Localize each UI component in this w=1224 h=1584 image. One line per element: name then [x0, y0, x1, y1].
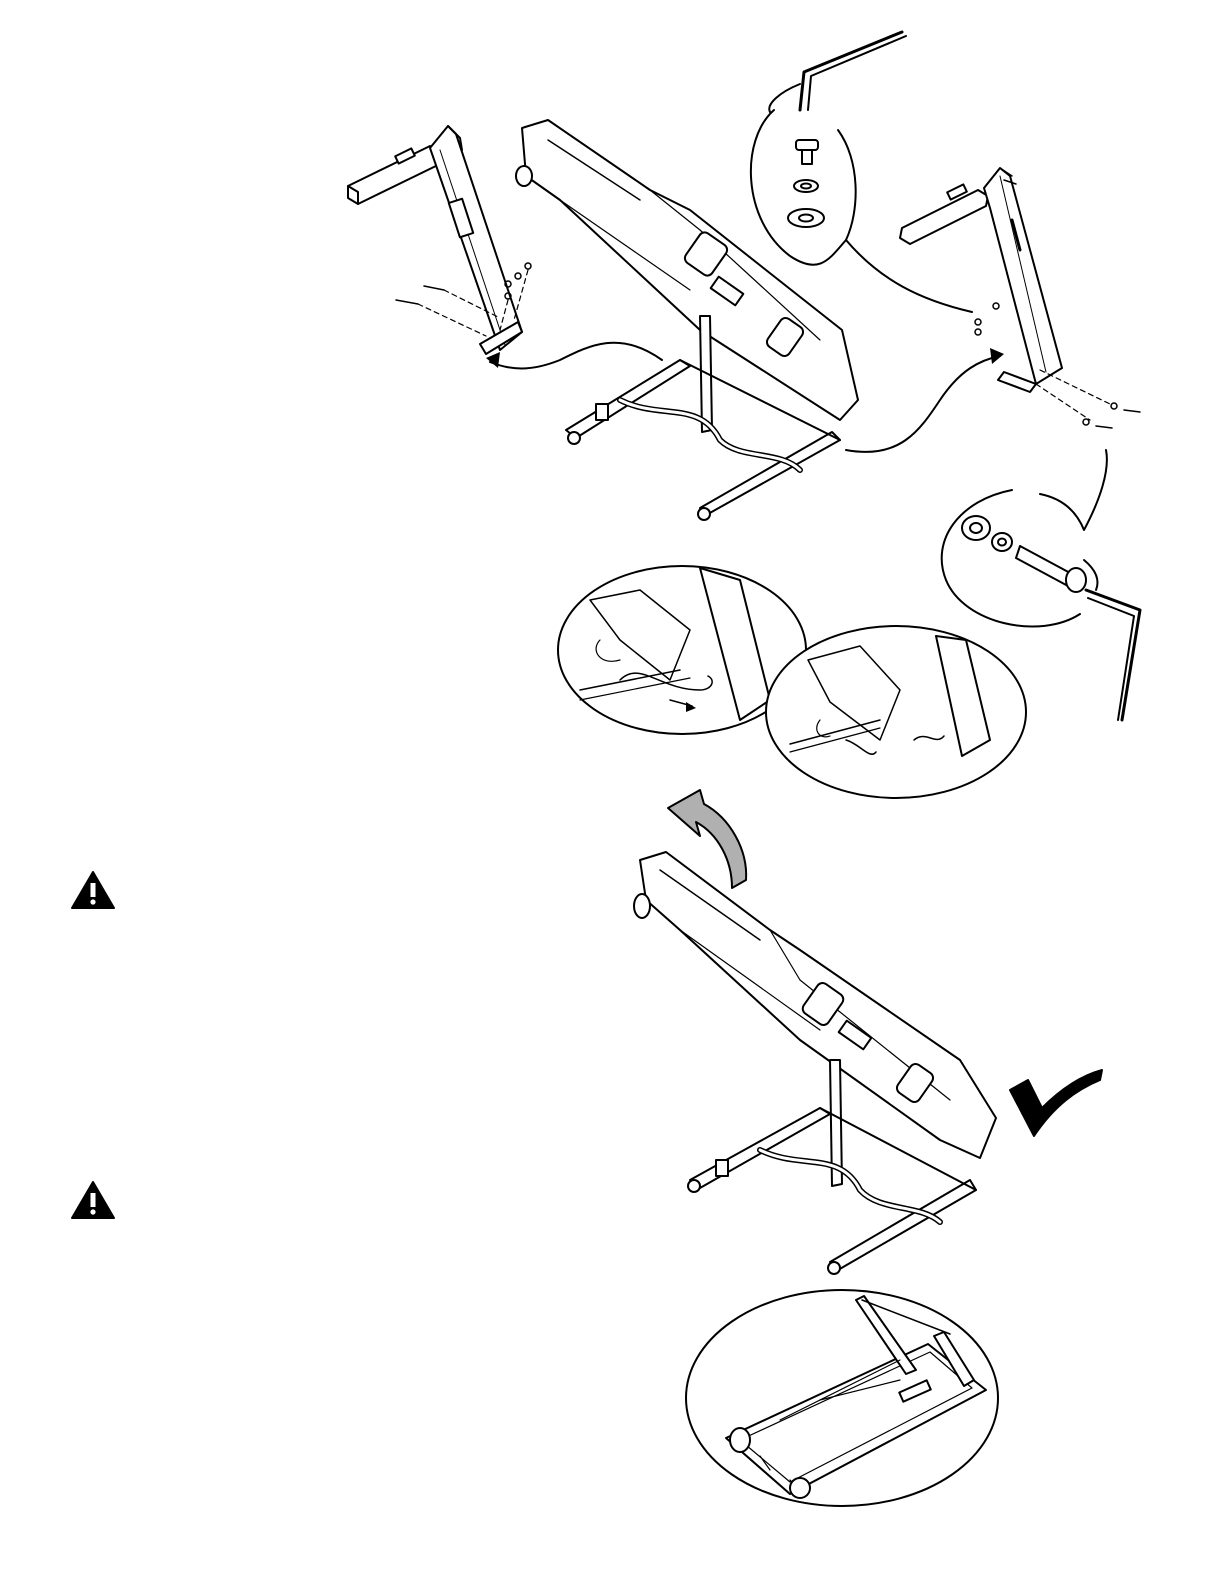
- bolt-washer-detail-top: [751, 32, 972, 312]
- treadmill-assembled-lifted: [634, 852, 996, 1274]
- left-upright-exploded: [348, 126, 531, 354]
- warning-triangle-icon: [70, 870, 116, 910]
- wire-connection-detail-2: [766, 626, 1026, 798]
- checkmark-icon: [1010, 1070, 1102, 1136]
- treadmill-top-view-detail: [686, 1290, 998, 1506]
- right-upright-exploded: [900, 168, 1140, 428]
- warning-triangle-icon: [70, 1180, 116, 1220]
